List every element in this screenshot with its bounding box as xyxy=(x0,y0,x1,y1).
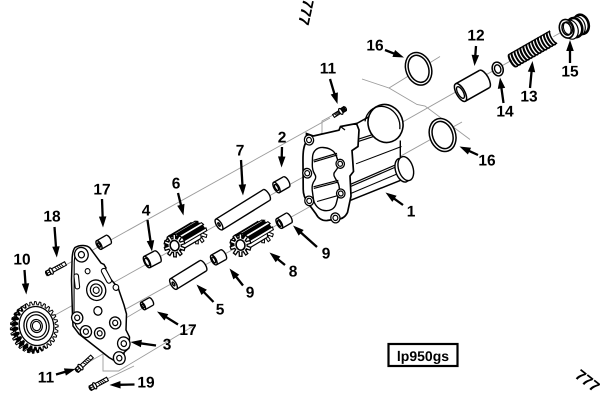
svg-text:12: 12 xyxy=(467,28,484,45)
svg-text:777: 777 xyxy=(294,0,316,27)
svg-text:19: 19 xyxy=(137,375,155,392)
svg-text:11: 11 xyxy=(320,61,337,78)
svg-text:17: 17 xyxy=(179,322,196,339)
svg-text:5: 5 xyxy=(216,302,225,319)
svg-text:15: 15 xyxy=(561,64,579,81)
svg-text:6: 6 xyxy=(172,176,181,193)
svg-text:8: 8 xyxy=(289,264,298,281)
svg-text:9: 9 xyxy=(246,285,255,302)
svg-text:18: 18 xyxy=(43,209,61,226)
svg-text:9: 9 xyxy=(322,246,331,263)
svg-text:14: 14 xyxy=(496,104,514,121)
svg-text:lp950gs: lp950gs xyxy=(397,348,449,364)
svg-text:16: 16 xyxy=(478,153,496,170)
svg-text:16: 16 xyxy=(366,38,384,55)
svg-text:17: 17 xyxy=(93,182,110,199)
svg-text:2: 2 xyxy=(278,130,287,147)
svg-text:11: 11 xyxy=(38,370,55,387)
svg-text:1: 1 xyxy=(407,204,416,221)
svg-text:7: 7 xyxy=(236,143,245,160)
svg-text:4: 4 xyxy=(142,203,151,220)
svg-text:13: 13 xyxy=(520,89,538,106)
svg-text:3: 3 xyxy=(163,337,172,354)
svg-text:10: 10 xyxy=(13,252,30,269)
